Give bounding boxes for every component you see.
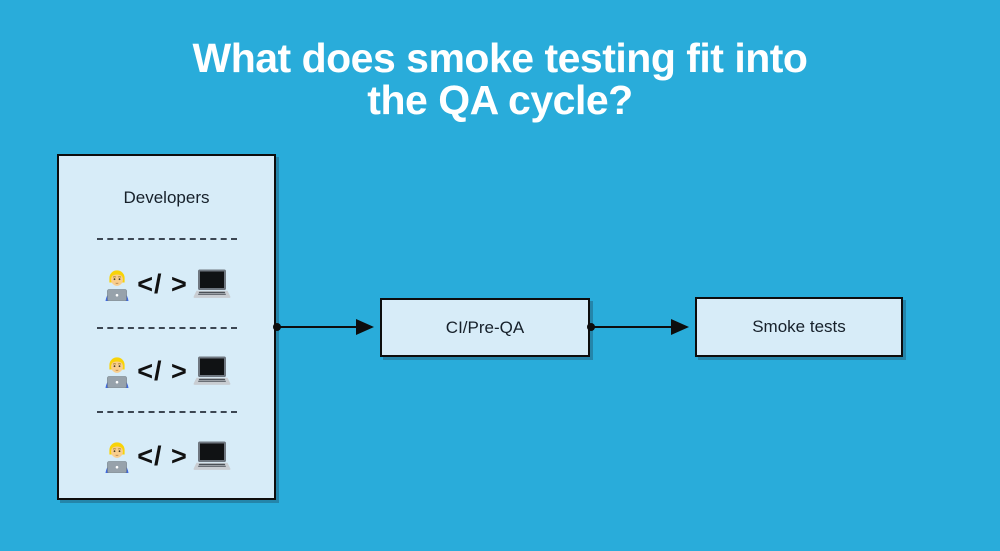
- node-label: CI/Pre-QA: [445, 317, 525, 337]
- node-label: Smoke tests: [752, 317, 846, 336]
- title-line-2: the QA cycle?: [367, 76, 633, 123]
- node-ci-pre-qa: CI/Pre-QA: [380, 298, 590, 357]
- technologist-emoji-icon: [105, 442, 129, 473]
- technologist-emoji-icon: [105, 357, 129, 388]
- laptop-emoji-icon: [193, 441, 231, 470]
- dashed-divider: [97, 238, 237, 240]
- dashed-divider: [97, 411, 237, 413]
- developer-row: </ >: [59, 435, 274, 477]
- technologist-emoji-icon: [105, 270, 129, 301]
- developers-label: Developers: [123, 188, 210, 207]
- dashed-divider: [97, 327, 237, 329]
- developer-row: </ >: [59, 263, 274, 305]
- code-tag-glyph: </ >: [137, 440, 188, 471]
- node-smoke-tests: Smoke tests: [695, 297, 903, 357]
- laptop-emoji-icon: [193, 356, 231, 385]
- code-tag-glyph: </ >: [137, 268, 188, 299]
- developer-row: </ >: [59, 350, 274, 392]
- title-line-1: What does smoke testing fit into: [192, 35, 808, 81]
- code-tag-glyph: </ >: [137, 355, 188, 386]
- laptop-emoji-icon: [193, 269, 231, 298]
- developers-group-box: Developers </ >: [57, 154, 276, 500]
